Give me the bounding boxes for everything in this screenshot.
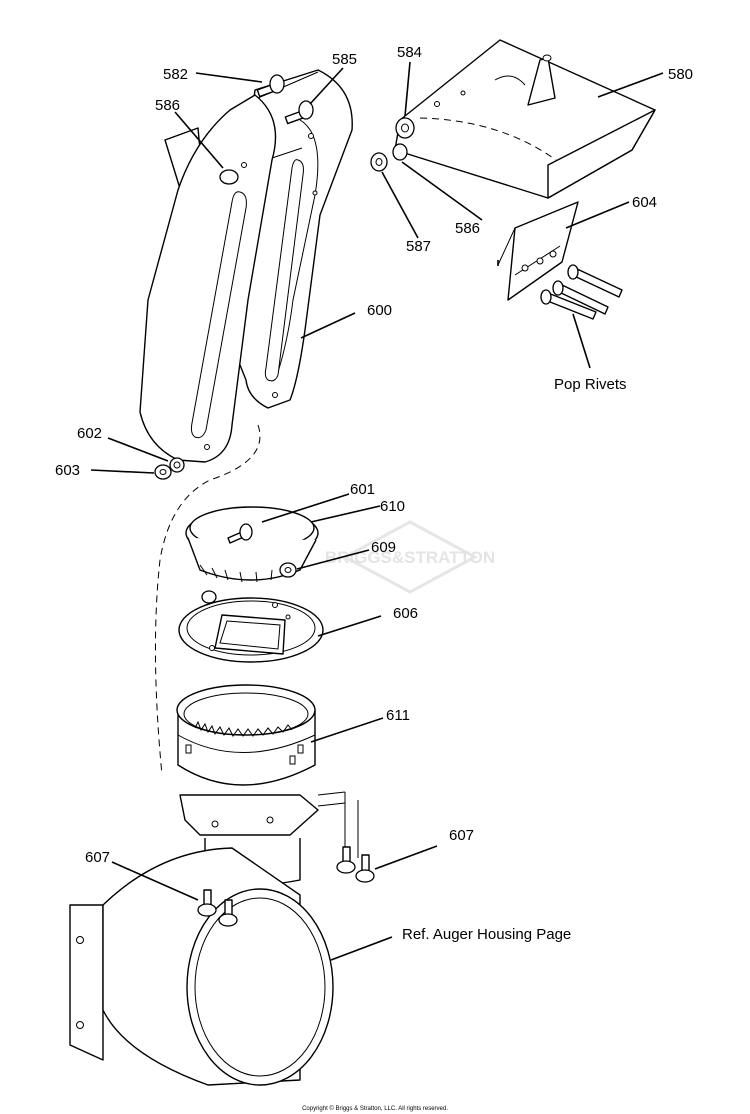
base-plate-606 bbox=[178, 590, 324, 663]
callout-610: 610 bbox=[380, 498, 405, 515]
auger-housing bbox=[69, 847, 334, 1086]
bolt-585-icon bbox=[284, 100, 314, 125]
bracket-604 bbox=[497, 201, 579, 301]
callout-606: 606 bbox=[393, 605, 418, 622]
callout-587: 587 bbox=[406, 238, 431, 255]
callout-pop-rivets: Pop Rivets bbox=[554, 376, 627, 393]
callout-609: 609 bbox=[371, 539, 396, 556]
nut-603-icon bbox=[154, 464, 172, 480]
callout-580: 580 bbox=[668, 66, 693, 83]
pop-rivets-icon bbox=[540, 264, 623, 320]
callout-586-right: 586 bbox=[455, 220, 480, 237]
bolt-582-icon bbox=[256, 74, 285, 98]
bolt-607-left-icon bbox=[197, 889, 238, 927]
callout-584: 584 bbox=[397, 44, 422, 61]
bolt-601-icon bbox=[227, 523, 253, 544]
upper-chute-600 bbox=[139, 69, 353, 463]
nut-587-icon bbox=[370, 152, 388, 172]
callout-586: 586 bbox=[155, 97, 180, 114]
callout-ref-auger-housing: Ref. Auger Housing Page bbox=[402, 926, 571, 943]
washer-602-icon bbox=[169, 457, 185, 473]
ring-gear-611 bbox=[176, 684, 316, 786]
nut-609-icon bbox=[279, 562, 297, 578]
chute-ring-610 bbox=[185, 506, 319, 583]
bolt-607-right-icon bbox=[336, 846, 375, 883]
nut-584-icon bbox=[395, 117, 415, 139]
callout-585: 585 bbox=[332, 51, 357, 68]
callout-600: 600 bbox=[367, 302, 392, 319]
callout-607-left: 607 bbox=[85, 849, 110, 866]
callout-607-right: 607 bbox=[449, 827, 474, 844]
callout-602: 602 bbox=[77, 425, 102, 442]
callout-611: 611 bbox=[386, 707, 410, 724]
callout-603: 603 bbox=[55, 462, 80, 479]
deflector-580 bbox=[394, 39, 656, 199]
washer-586-right-icon bbox=[392, 143, 408, 161]
watermark-logo: BRIGGS&STRATTON bbox=[325, 520, 495, 594]
copyright-text: Copyright © Briggs & Stratton, LLC. All … bbox=[302, 1105, 448, 1112]
watermark-text: BRIGGS&STRATTON bbox=[325, 548, 495, 567]
callout-604: 604 bbox=[632, 194, 657, 211]
alignment-guide bbox=[154, 424, 261, 776]
washer-586-icon bbox=[219, 169, 239, 185]
callout-601: 601 bbox=[350, 481, 375, 498]
callout-582: 582 bbox=[163, 66, 188, 83]
leader-lines bbox=[90, 61, 664, 961]
